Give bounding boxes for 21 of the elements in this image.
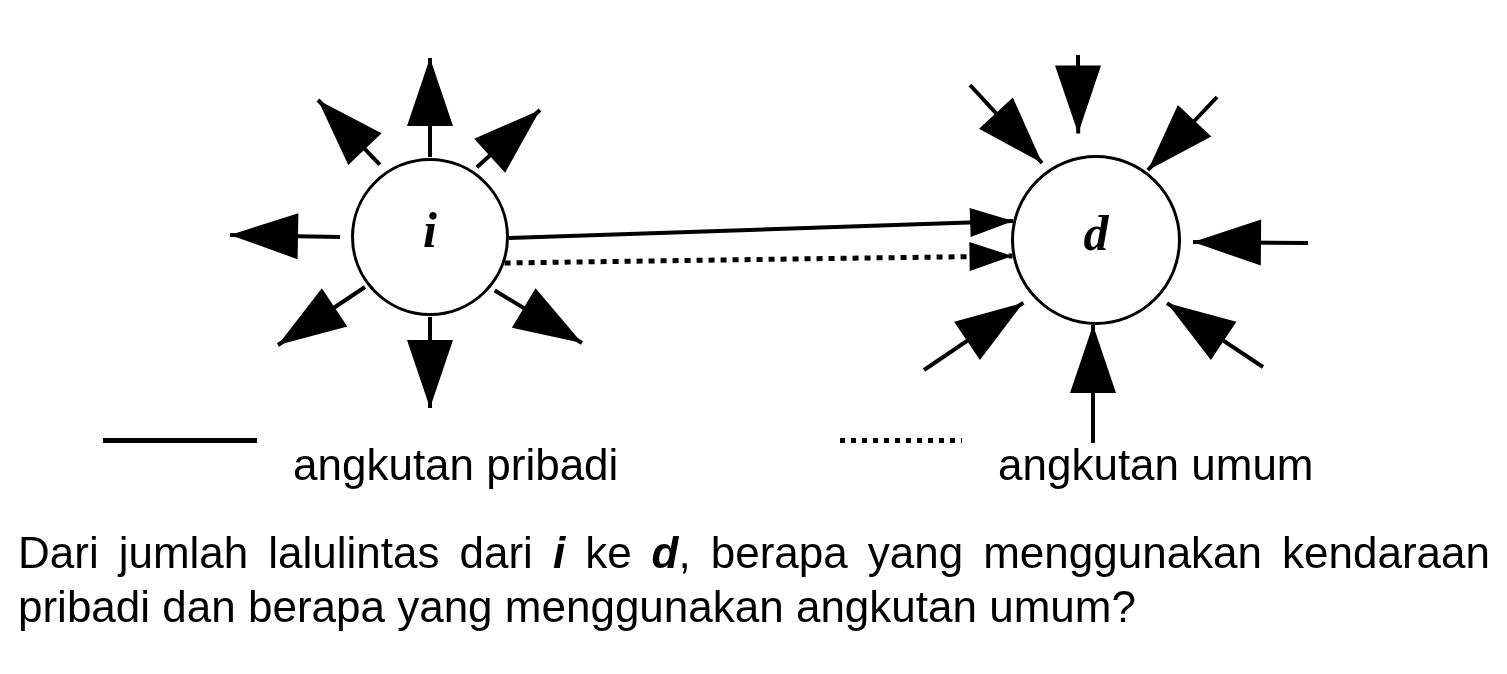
node-label: i xyxy=(423,205,437,255)
arrow xyxy=(922,301,1025,372)
arrow xyxy=(1192,219,1308,266)
arrow xyxy=(1070,324,1116,443)
arrow xyxy=(474,108,542,173)
arrow xyxy=(968,83,1044,165)
arrow xyxy=(407,58,453,157)
arrow xyxy=(229,213,341,260)
node-label: d xyxy=(1083,208,1109,258)
legend-label: angkutan umum xyxy=(998,440,1314,490)
arrow xyxy=(316,98,382,167)
arrow xyxy=(493,288,584,345)
caption-text: Dari jumlah lalulintas dari i ke d, berapa yang menggunakan kendaraan pribadi dan berapa yang menggunakan angkutan umum? xyxy=(18,527,1490,633)
arrow xyxy=(276,285,367,347)
arrow xyxy=(504,242,1013,272)
arrow xyxy=(1146,95,1219,172)
arrow xyxy=(1055,55,1101,134)
arrow xyxy=(1165,301,1265,369)
arrow xyxy=(508,207,1014,240)
legend-label: angkutan pribadi xyxy=(293,440,619,490)
arrow xyxy=(407,317,453,408)
